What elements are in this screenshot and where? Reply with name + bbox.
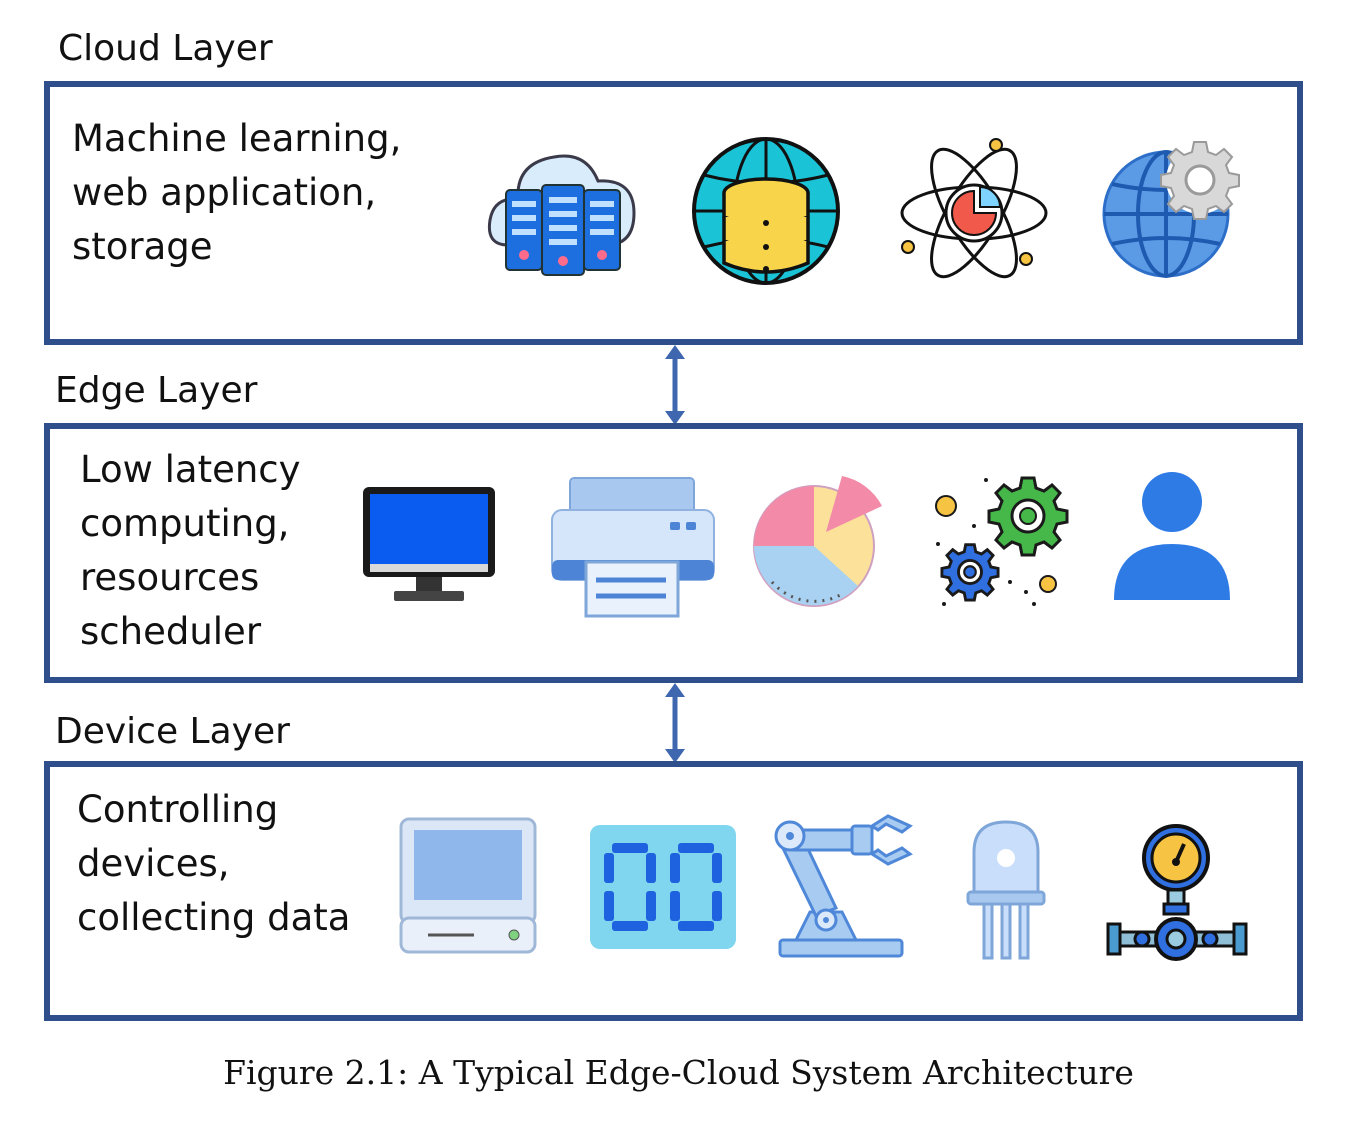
cloud-layer-description: Machine learning, web application, stora… [72,112,401,274]
description-line: resources [80,556,260,599]
edge-layer-title: Edge Layer [55,370,258,411]
globe-gear-icon [1102,141,1240,278]
description-line: Controlling [77,788,279,831]
description-line: Machine learning, [72,117,402,160]
gears-icon [935,476,1069,606]
description-line: computing, [80,502,290,545]
cloud-edge-arrow [665,345,685,425]
cloud-layer-box [44,81,1303,345]
edge-layer-description: Low latency computing, resources schedul… [80,443,301,659]
edge-device-arrow [665,683,685,763]
led-icon [966,820,1046,960]
cloud-layer-title: Cloud Layer [58,28,273,69]
description-line: Low latency [80,448,301,491]
device-layer-description: Controlling devices, collecting data [77,783,350,945]
computer-icon [399,817,537,954]
cloud-server-icon [487,154,636,276]
robotic-arm-icon [774,814,913,958]
printer-icon [551,477,715,618]
device-layer-title: Device Layer [55,711,290,752]
description-line: web application, [72,171,377,214]
monitor-icon [363,487,495,601]
description-line: devices, [77,842,230,885]
pie-chart-icon [753,476,882,607]
atom-analytics-icon [900,138,1048,279]
description-line: storage [72,225,213,268]
globe-database-icon [692,137,840,285]
seven-segment-display-icon [590,825,736,949]
user-icon [1114,472,1230,600]
figure-caption: Figure 2.1: A Typical Edge-Cloud System … [223,1053,1134,1092]
description-line: scheduler [80,610,262,653]
description-line: collecting data [77,896,351,939]
device-layer-box [44,761,1303,1021]
pressure-gauge-valve-icon [1106,824,1248,961]
